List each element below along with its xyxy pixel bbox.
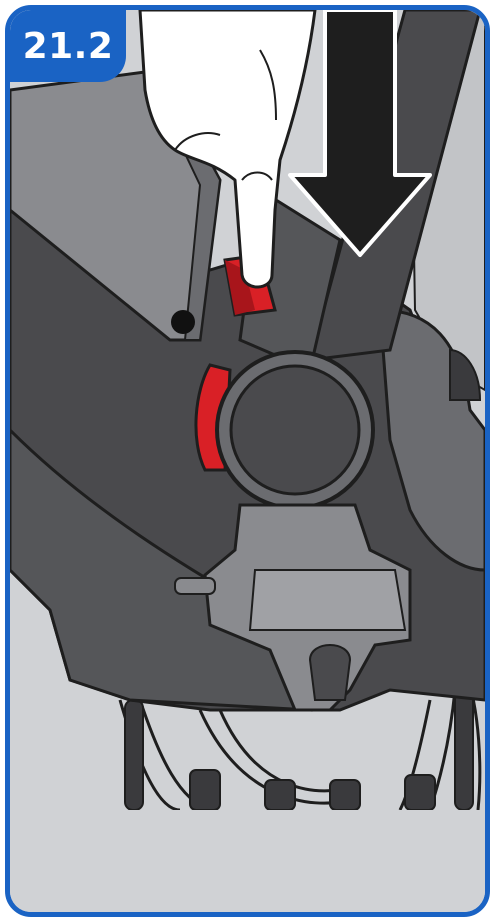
instruction-panel: 21.2 — [5, 5, 490, 917]
bracket-plate — [250, 570, 405, 630]
step-number: 21.2 — [23, 26, 114, 67]
pivot-point — [171, 310, 195, 334]
stroller-fold-illustration — [10, 10, 485, 912]
side-lever — [175, 578, 215, 594]
step-number-badge: 21.2 — [10, 10, 126, 82]
hub-inner — [231, 366, 359, 494]
footer-area — [10, 810, 485, 912]
bracket-slot — [310, 645, 350, 700]
